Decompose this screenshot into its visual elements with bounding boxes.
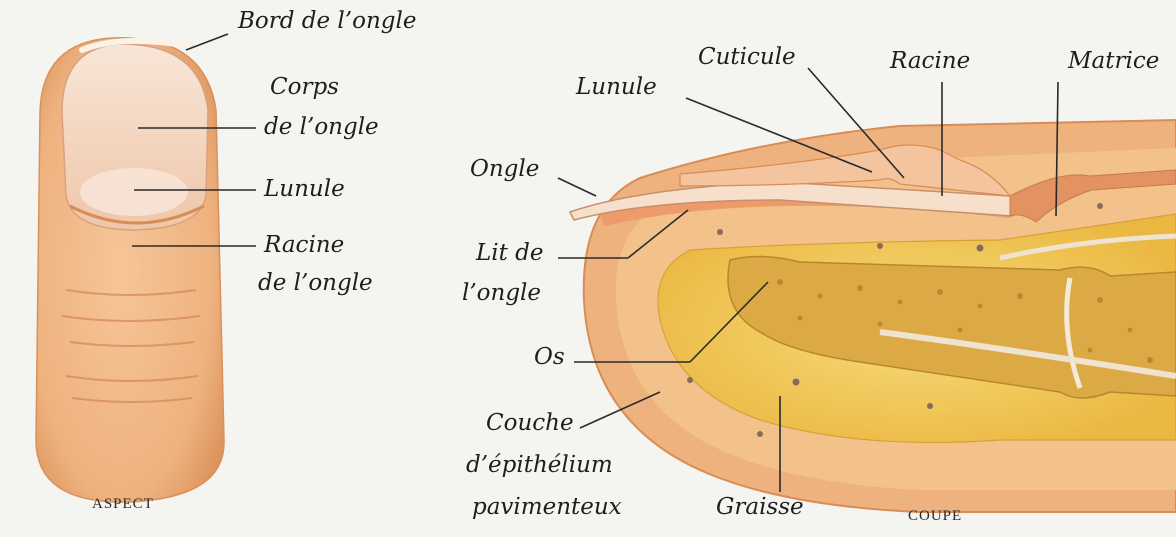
lunula — [80, 168, 188, 216]
label-corps-line1: Corps — [270, 74, 339, 100]
caption-coupe: COUPE — [908, 508, 962, 525]
label-bord-de-ongle: Bord de l’ongle — [238, 8, 416, 34]
label-racine-line1: Racine — [264, 232, 344, 258]
label-graisse: Graisse — [716, 494, 804, 520]
label-matrice: Matrice — [1068, 48, 1159, 74]
label-lit-line1: Lit de — [476, 240, 544, 266]
label-couche-line1: Couche — [486, 410, 574, 436]
label-couche-line3: pavimenteux — [472, 494, 622, 520]
label-os: Os — [534, 344, 565, 370]
nail-cross-section — [570, 120, 1176, 512]
label-racine-coupe: Racine — [890, 48, 970, 74]
label-lit-line2: l’ongle — [462, 280, 541, 306]
label-lunule-coupe: Lunule — [576, 74, 657, 100]
caption-aspect: ASPECT — [92, 496, 154, 513]
label-ongle: Ongle — [470, 156, 539, 182]
label-racine-line2: de l’ongle — [258, 270, 373, 296]
finger-aspect — [36, 38, 224, 502]
label-corps-line2: de l’ongle — [264, 114, 379, 140]
label-lunule-aspect: Lunule — [264, 176, 345, 202]
label-cuticule: Cuticule — [698, 44, 796, 70]
label-couche-line2: d’épithélium — [466, 452, 613, 478]
